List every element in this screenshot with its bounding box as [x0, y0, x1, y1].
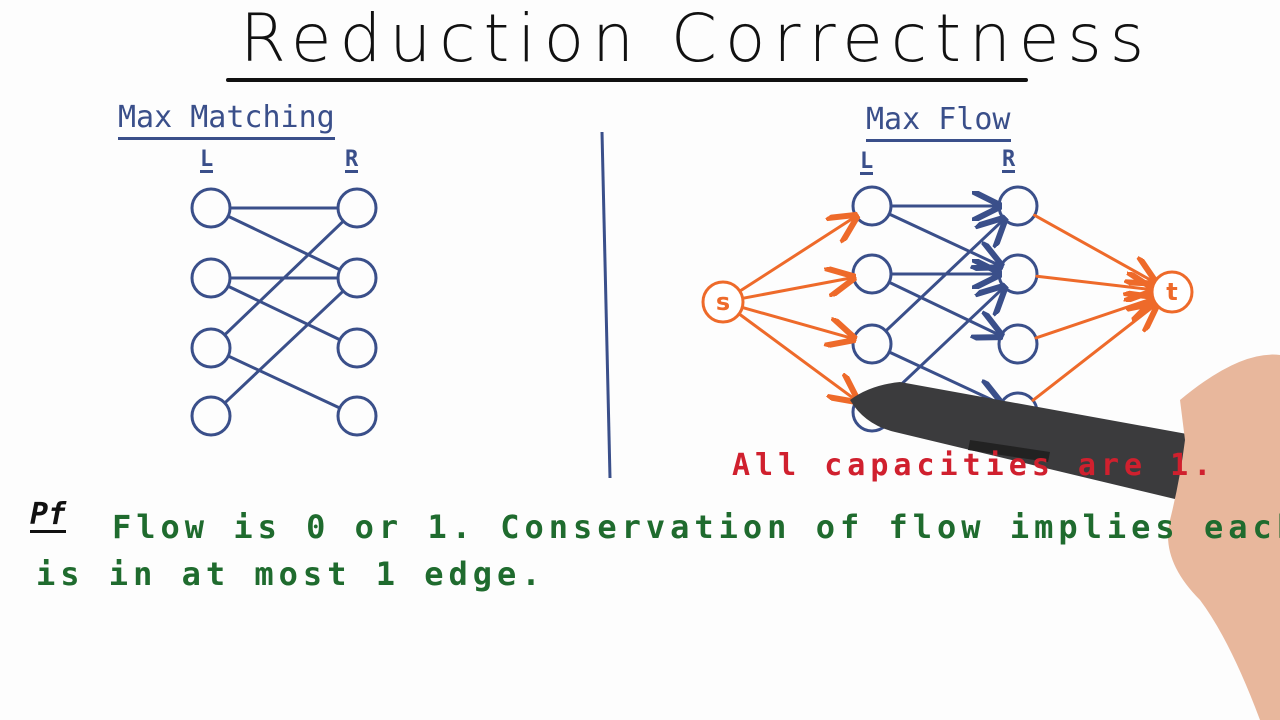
flow-left-label: L: [860, 149, 874, 175]
edge-L3-R1: [884, 219, 1004, 333]
vertex-R4: [336, 395, 378, 437]
edge-R2-t: [1035, 276, 1152, 289]
sink-vertex: [1150, 270, 1194, 314]
vertex-L1: [851, 185, 893, 227]
capacity-note: All capacities are 1.: [732, 448, 1217, 483]
edge-L4-R2: [884, 287, 1004, 401]
matching-left-label: L: [200, 147, 214, 173]
matching-graph: [190, 187, 378, 437]
vertex-R3: [336, 327, 378, 369]
proof-line-1: Flow is 0 or 1. Conservation of flow imp…: [112, 508, 1280, 546]
edge-L2-R3: [887, 280, 1001, 336]
edge-s-L3: [740, 305, 853, 338]
vertex-L3: [851, 323, 893, 365]
hand: [1168, 354, 1280, 720]
stylus-pen: [850, 382, 1230, 505]
vertex-L1: [190, 187, 232, 229]
edge-L3-R1: [223, 219, 345, 337]
slide-title: Reduction Correctness: [240, 0, 1153, 77]
edge-L3-R4: [226, 354, 342, 410]
source-vertex: [701, 280, 745, 324]
edge-L1-R2: [226, 214, 342, 272]
edge-L1-R2: [887, 212, 1001, 266]
vertex-R1: [336, 187, 378, 229]
proof-line-2: is in at most 1 edge.: [36, 555, 546, 593]
matching-right-label: R: [345, 147, 359, 173]
proof-label: Pf: [30, 497, 67, 533]
vertex-L2: [190, 257, 232, 299]
edge-L3-R4: [887, 350, 1001, 404]
max-matching-heading: Max Matching: [118, 100, 335, 140]
vertex-L3: [190, 327, 232, 369]
edge-L4-R2: [223, 289, 345, 405]
divider-line: [600, 131, 612, 479]
edge-s-L1: [738, 216, 856, 293]
vertex-R1: [997, 185, 1039, 227]
flow-right-label: R: [1002, 147, 1016, 173]
edge-R4-t: [1031, 304, 1156, 402]
edge-R3-t: [1034, 298, 1153, 340]
vertex-L2: [851, 253, 893, 295]
edge-s-L4: [737, 312, 857, 401]
edge-R1-t: [1033, 213, 1155, 282]
vertex-R2: [997, 253, 1039, 295]
max-flow-heading: Max Flow: [866, 102, 1011, 142]
vertex-L4: [190, 395, 232, 437]
title-underline: [226, 78, 1028, 82]
edge-s-L2: [741, 278, 854, 300]
edge-L2-R3: [226, 284, 342, 342]
vertex-R2: [336, 257, 378, 299]
source-vertex-label: s: [716, 288, 730, 316]
stylus-button: [968, 440, 1050, 462]
vertex-R3: [997, 323, 1039, 365]
sink-vertex-label: t: [1166, 278, 1177, 306]
